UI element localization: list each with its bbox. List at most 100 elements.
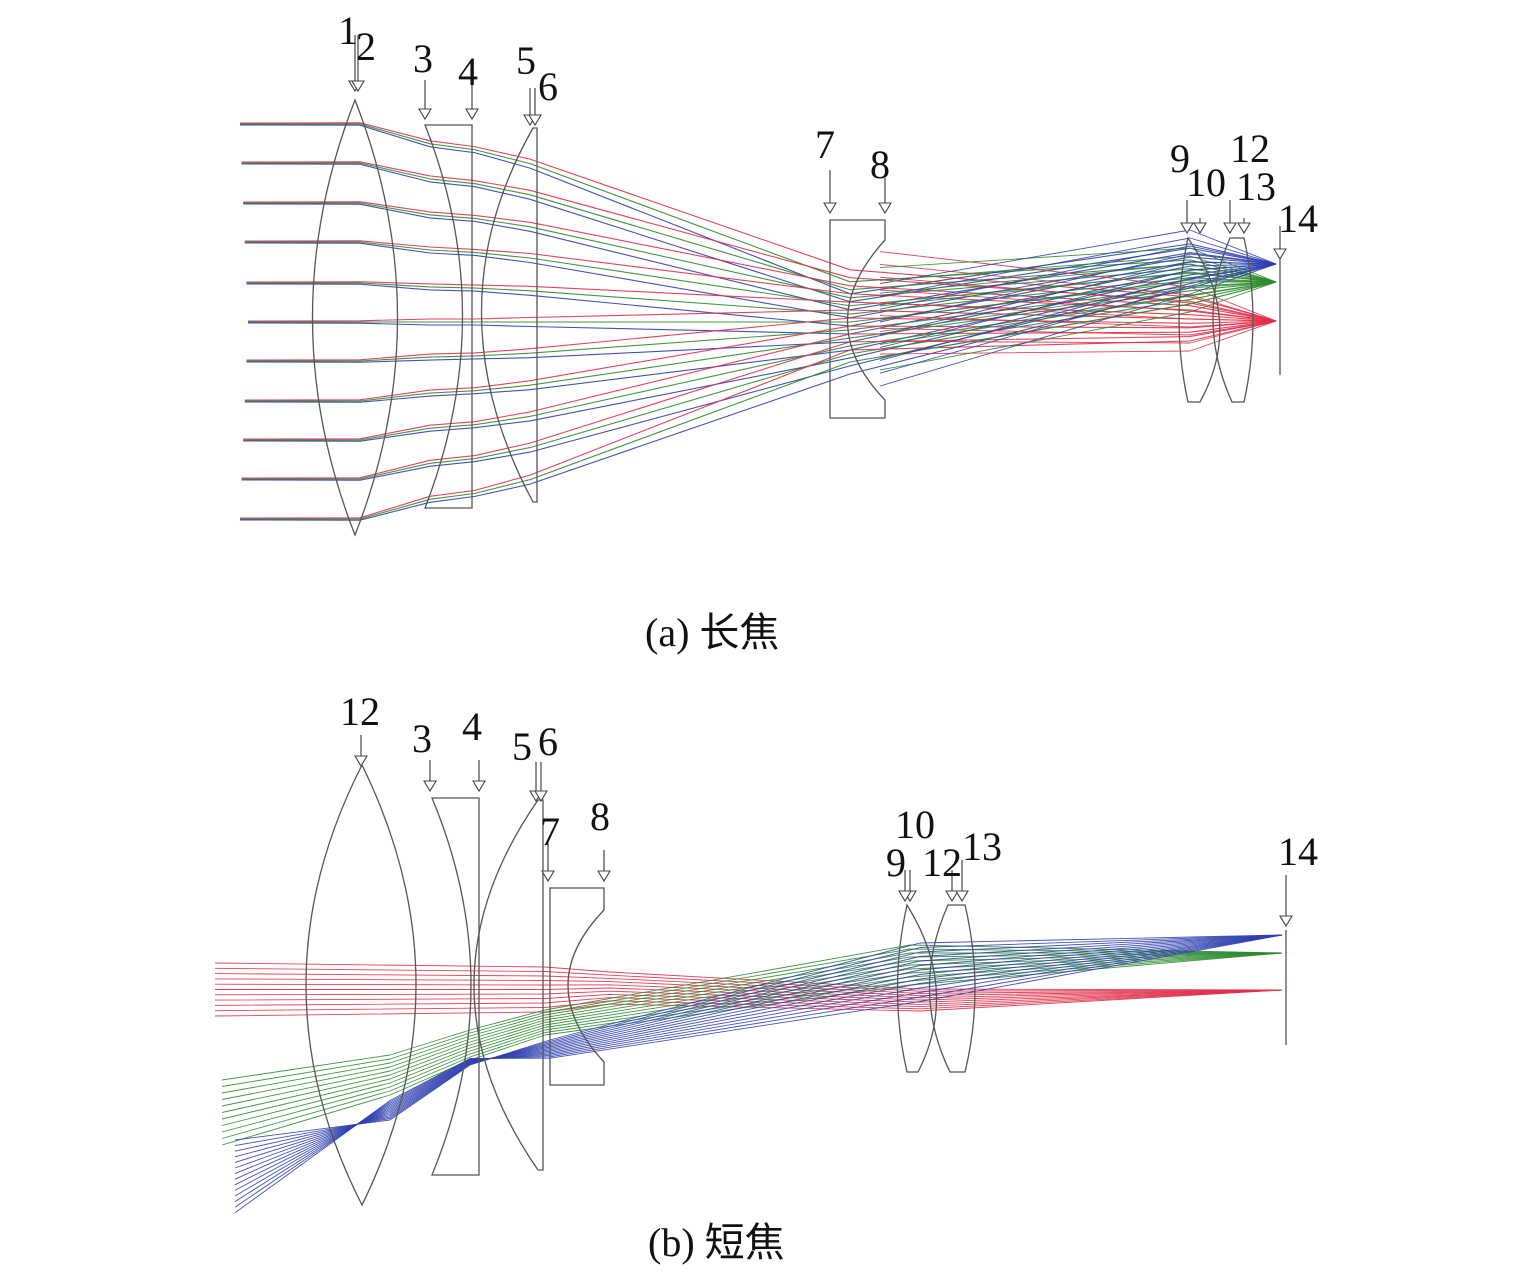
surface-marker xyxy=(955,890,969,903)
surface-label: 4 xyxy=(462,704,482,749)
ray-line xyxy=(879,261,1277,336)
surface-marker xyxy=(528,114,542,127)
lens-elements-short-focus xyxy=(305,763,1287,1207)
surface-label: 9 xyxy=(1170,136,1190,181)
ray-line xyxy=(241,281,1277,480)
surface-label: 3 xyxy=(413,36,433,81)
ray-line xyxy=(879,263,1277,322)
surface-label: 10 xyxy=(1186,160,1226,205)
ray-line xyxy=(234,934,1283,1214)
surface-label: 13 xyxy=(962,824,1002,869)
ray-line xyxy=(234,934,1283,1163)
ray-line xyxy=(879,320,1277,344)
ray-line xyxy=(879,320,1277,355)
ray-line xyxy=(221,952,1283,1146)
ray-line xyxy=(247,263,1277,335)
surface-label: 13 xyxy=(1236,164,1276,209)
ray-line xyxy=(879,263,1277,387)
lens-element-5-6-short xyxy=(473,799,544,1171)
ray-line xyxy=(241,162,1277,291)
ray-line xyxy=(234,934,1283,1158)
ray-line xyxy=(243,202,1277,299)
ray-line xyxy=(214,978,1283,997)
ray-line xyxy=(214,983,1283,999)
surface-marker xyxy=(423,780,437,793)
lens-element-9-10 xyxy=(1178,236,1221,403)
ray-line xyxy=(241,320,1277,479)
surface-label: 1 xyxy=(338,8,358,53)
ray-line xyxy=(241,263,1277,481)
ray-line xyxy=(243,263,1277,442)
surface-marker xyxy=(597,870,611,883)
lens-element-12-13 xyxy=(1212,237,1254,403)
surface-marker xyxy=(534,790,548,803)
ray-line xyxy=(246,281,1277,362)
ray-line xyxy=(879,247,1277,283)
ray-line xyxy=(221,952,1283,1113)
ray-line xyxy=(214,989,1283,1008)
lens-element-7-8-short xyxy=(549,887,605,1086)
ray-line xyxy=(234,934,1283,1197)
ray-line xyxy=(215,987,1283,1001)
ray-line xyxy=(234,934,1283,1186)
surface-label: 6 xyxy=(538,64,558,109)
surface-marker xyxy=(823,202,837,215)
ray-line xyxy=(244,320,1277,401)
ray-line xyxy=(214,967,1283,992)
surface-marker xyxy=(1237,222,1251,235)
ray-fan-long-focus xyxy=(239,122,1277,521)
surface-label: 12 xyxy=(922,840,962,885)
lens-element-5-6 xyxy=(480,127,538,503)
surface-label: 12 xyxy=(340,689,380,734)
ray-line xyxy=(879,320,1277,336)
ray-line xyxy=(879,281,1277,371)
ray-line xyxy=(879,281,1277,333)
lens-element-1-2 xyxy=(311,98,399,537)
surface-label: 14 xyxy=(1278,196,1318,241)
lens-element-3-4 xyxy=(424,124,473,509)
surface-marker xyxy=(1193,222,1207,235)
surface-marker xyxy=(472,780,486,793)
ray-line xyxy=(879,289,1277,322)
surface-label: 7 xyxy=(815,122,835,167)
surface-marker xyxy=(354,755,368,768)
surface-label: 5 xyxy=(512,724,532,769)
ray-line xyxy=(879,251,1277,322)
ray-line xyxy=(879,271,1277,307)
ray-line xyxy=(879,302,1277,322)
surface-marker xyxy=(1223,222,1237,235)
ray-line xyxy=(246,261,1277,327)
lens-elements-long-focus xyxy=(311,98,1281,537)
lens-element-7-8 xyxy=(829,219,886,419)
ray-line xyxy=(879,253,1277,323)
lens-element-1-2-short xyxy=(305,763,417,1207)
surface-marker xyxy=(1180,222,1194,235)
surface-marker xyxy=(945,890,959,903)
ray-line xyxy=(214,989,1283,1003)
ray-line xyxy=(879,281,1277,358)
surface-label: 4 xyxy=(458,49,478,94)
ray-line xyxy=(879,263,1277,349)
ray-line xyxy=(214,973,1283,994)
ray-line xyxy=(246,263,1277,363)
ray-line xyxy=(246,281,1277,322)
surface-label: 2 xyxy=(356,24,376,69)
ray-line xyxy=(214,962,1283,991)
ray-line xyxy=(243,203,1277,311)
ray-line xyxy=(248,281,1276,323)
surface-label: 7 xyxy=(540,809,560,854)
surface-marker xyxy=(351,80,365,93)
surface-label: 5 xyxy=(516,38,536,83)
ray-line xyxy=(879,315,1277,328)
surface-label: 8 xyxy=(590,794,610,839)
ray-line xyxy=(239,263,1277,521)
ray-line xyxy=(244,242,1277,319)
ray-fan-short-focus xyxy=(214,934,1283,1214)
lens-element-3-4-short xyxy=(431,797,480,1176)
ray-line xyxy=(239,123,1277,283)
ray-line xyxy=(879,263,1277,361)
